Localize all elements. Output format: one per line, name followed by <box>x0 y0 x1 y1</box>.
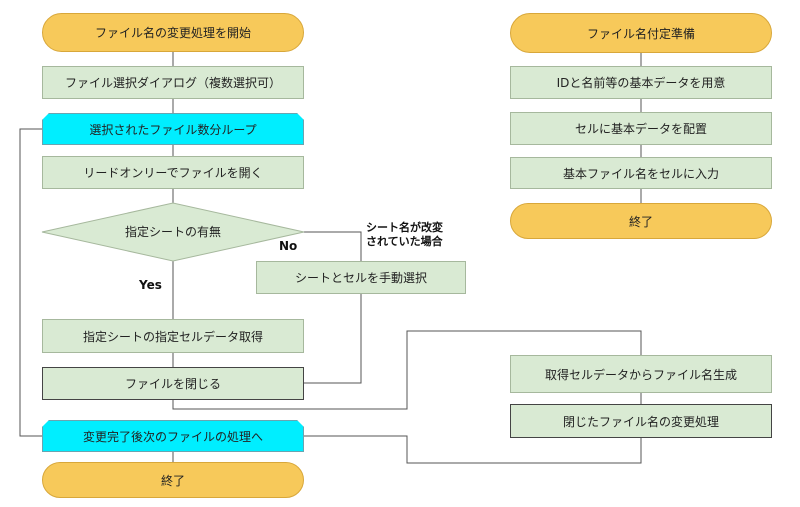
manual-select-label: シートとセルを手動選択 <box>294 271 427 285</box>
prepare-data-label: IDと名前等の基本データを用意 <box>556 76 726 90</box>
place-data-step: セルに基本データを配置 <box>510 112 772 145</box>
loop-end-label: 変更完了後次のファイルの処理へ <box>82 429 263 444</box>
end-terminal: 終了 <box>42 462 304 498</box>
loop-end: 変更完了後次のファイルの処理へ <box>42 420 304 452</box>
loop-start-label: 選択されたファイル数分ループ <box>89 122 257 137</box>
input-filename-label: 基本ファイル名をセルに入力 <box>562 166 719 181</box>
connector-no <box>304 231 362 384</box>
place-data-label: セルに基本データを配置 <box>574 122 707 136</box>
rename-label: 閉じたファイル名の変更処理 <box>562 414 719 429</box>
open-readonly-step: リードオンリーでファイルを開く <box>42 156 304 189</box>
prepare-label: ファイル名付定準備 <box>586 26 695 41</box>
loop-back-line <box>19 128 42 437</box>
get-cell-data-label: 指定シートの指定セルデータ取得 <box>82 329 263 344</box>
file-select-dialog-step: ファイル選択ダイアログ（複数選択可） <box>42 66 304 99</box>
get-cell-data-step: 指定シートの指定セルデータ取得 <box>42 319 304 353</box>
right-end-label: 終了 <box>628 214 653 229</box>
start-terminal: ファイル名の変更処理を開始 <box>42 13 304 52</box>
no-label: No <box>279 239 298 253</box>
renamed-sheet-note: シート名が改変 されていた場合 <box>366 221 443 249</box>
right-end-terminal: 終了 <box>510 203 772 239</box>
prepare-data-step: IDと名前等の基本データを用意 <box>510 66 772 99</box>
end-label: 終了 <box>160 473 185 488</box>
note-line-1: シート名が改変 <box>366 221 443 234</box>
file-select-dialog-label: ファイル選択ダイアログ（複数選択可） <box>64 76 281 90</box>
yes-label: Yes <box>139 278 162 292</box>
note-line-2: されていた場合 <box>366 235 443 248</box>
generate-name-label: 取得セルデータからファイル名生成 <box>544 367 737 382</box>
manual-select-step: シートとセルを手動選択 <box>256 261 466 294</box>
close-file-step: ファイルを閉じる <box>42 367 304 400</box>
input-filename-step: 基本ファイル名をセルに入力 <box>510 157 772 189</box>
close-file-label: ファイルを閉じる <box>124 377 221 391</box>
loop-start: 選択されたファイル数分ループ <box>42 113 304 145</box>
open-readonly-label: リードオンリーでファイルを開く <box>83 166 263 180</box>
decision-diamond <box>41 202 305 262</box>
rename-step: 閉じたファイル名の変更処理 <box>510 404 772 438</box>
start-label: ファイル名の変更処理を開始 <box>94 26 251 40</box>
generate-name-step: 取得セルデータからファイル名生成 <box>510 355 772 393</box>
decision-label: 指定シートの有無 <box>124 224 221 239</box>
connector-to-loop-end <box>304 435 642 464</box>
connector-to-generate <box>172 330 642 410</box>
prepare-terminal: ファイル名付定準備 <box>510 13 772 53</box>
